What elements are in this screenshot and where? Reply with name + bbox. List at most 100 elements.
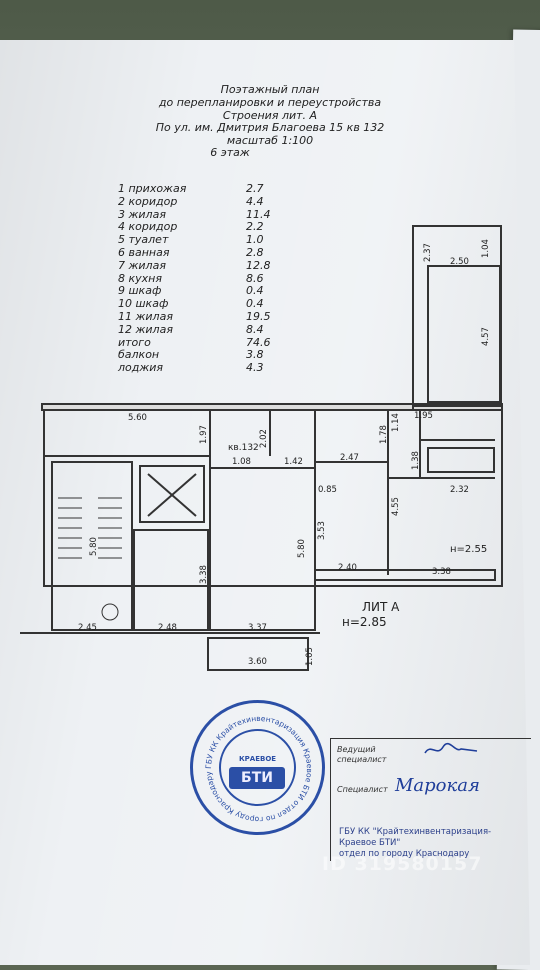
dim-label: 2.02: [259, 429, 269, 448]
bathtub: [427, 447, 495, 473]
staircase: [51, 461, 133, 631]
total-label: итого: [118, 335, 151, 349]
title-line-3: Строения лит. А: [222, 109, 318, 122]
dim-label: 4.55: [391, 497, 401, 516]
dim-label: 1.38: [411, 451, 421, 470]
room-row: 6 ванная 2.8: [118, 246, 268, 259]
room-height-label: н=2.55: [450, 544, 487, 555]
balcony-area: 3.8: [246, 348, 264, 362]
dim-label: 1.95: [414, 411, 433, 421]
stamp-center-top: КРАЕВОЕ: [238, 755, 277, 763]
dim-label: 3.38: [199, 565, 209, 584]
dim-label: 1.08: [232, 457, 251, 467]
height-label: н=2.85: [342, 615, 387, 629]
dim-label: 1.14: [391, 413, 401, 432]
room-name: 5 туалет: [118, 233, 169, 247]
lit-label: ЛИТ А: [362, 600, 400, 614]
title-line-4: По ул. им. Дмитрия Благоева 15 кв 132: [155, 121, 385, 134]
loggia-area: 4.3: [246, 361, 264, 375]
org-line-2: Краевое БТИ": [339, 838, 401, 848]
title-line-1: Поэтажный план: [220, 83, 320, 96]
watermark: ID 319580157: [322, 853, 483, 875]
stamp-inner-ring: [219, 729, 296, 806]
dim-label: 1.05: [305, 647, 315, 666]
room-name: 1 прихожая: [118, 182, 187, 195]
room-area: 2.8: [246, 245, 264, 259]
dim-label: 4.57: [481, 327, 491, 346]
room-row: 9 шкаф 0.4: [118, 284, 268, 297]
room-area: 1.0: [246, 233, 264, 247]
dim-label: 2.47: [340, 453, 359, 463]
title-line-2: до перепланировки и переустройства: [158, 96, 382, 109]
bti-stamp: ГБУ КК Крайтехинвентаризация Краевое БТИ…: [190, 700, 325, 835]
room-name: 11 жилая: [118, 309, 173, 323]
room-area: 2.2: [246, 220, 264, 234]
room-area: 12.8: [246, 258, 271, 272]
dim-label: 1.97: [199, 425, 209, 444]
room-row: 5 туалет 1.0: [118, 233, 268, 246]
loggia-row: лоджия 4.3: [118, 361, 268, 374]
plan-annotations: кв.132 ЛИТ А н=2.85 н=2.55: [228, 443, 487, 629]
document-sheet: [0, 40, 530, 965]
room-row: 10 шкаф 0.4: [118, 297, 268, 310]
room-area: 19.5: [246, 309, 271, 323]
org-line-3: отдел по городу Краснодару: [339, 849, 470, 859]
room-area: 8.6: [246, 271, 264, 285]
room-row: 12 жилая 8.4: [118, 323, 268, 336]
room-name: 10 шкаф: [118, 297, 169, 311]
room-name: 9 шкаф: [118, 284, 162, 298]
room-name: 2 коридор: [118, 194, 178, 208]
dim-label: 1.04: [481, 239, 491, 258]
dim-label: 5.80: [89, 537, 99, 556]
signature-box: Ведущий специалист Специалист Марокая ГБ…: [330, 738, 531, 861]
dim-label: 0.85: [318, 485, 337, 495]
balcony-label: балкон: [118, 348, 160, 362]
room-area: 8.4: [246, 322, 264, 336]
balcony-row: балкон 3.8: [118, 348, 268, 361]
room-area: 4.4: [246, 194, 264, 208]
specialist-label: Специалист: [337, 785, 388, 794]
room-name: 6 ванная: [118, 245, 170, 259]
stamp-center-main: БТИ: [229, 767, 285, 789]
room-area: 11.4: [246, 207, 271, 221]
lead-specialist-label: Ведущий специалист: [337, 745, 387, 764]
dim-label: 3.38: [432, 567, 451, 577]
dim-label: 1.42: [284, 457, 303, 467]
room-row: 7 жилая 12.8: [118, 258, 271, 272]
dim-label: 2.40: [338, 563, 357, 573]
room-row: 4 коридор 2.2: [118, 220, 268, 233]
room-row: 11 жилая 19.5: [118, 309, 271, 323]
dim-label: 2.37: [423, 243, 433, 262]
room-11: [427, 265, 501, 403]
room-7: [209, 467, 316, 631]
room-area: 2.7: [246, 182, 264, 195]
room-name: 4 коридор: [118, 220, 178, 234]
room-name: 8 кухня: [118, 271, 162, 285]
title-line-6: 6 этаж: [210, 146, 250, 159]
room-area: 0.4: [246, 284, 264, 298]
wall: [43, 409, 503, 587]
room-row: 2 коридор 4.4: [118, 195, 268, 208]
door-swing: [101, 603, 119, 621]
plan-walls: [20, 225, 503, 671]
room-12: [133, 529, 209, 631]
dim-label: 2.45: [78, 623, 97, 633]
elevator-shaft: [139, 465, 205, 523]
org-line-1: ГБУ КК "Крайтехинвентаризация-: [339, 827, 492, 837]
room-row: 1 прихожая 2.7: [118, 182, 268, 195]
room-name: 7 жилая: [118, 258, 166, 272]
loggia: [207, 637, 309, 671]
room-name: 12 жилая: [118, 322, 173, 336]
dim-label: 5.60: [128, 413, 147, 423]
dimension-labels: 2.37 2.50 1.04 4.57 5.60 1.97 2.02 1.08 …: [78, 239, 491, 667]
room-area: 0.4: [246, 297, 264, 311]
balcony: [314, 569, 496, 581]
dim-label: 2.32: [450, 485, 469, 495]
loggia-label: лоджия: [118, 361, 164, 375]
apartment-label: кв.132: [228, 443, 259, 453]
title-line-5: масштаб 1:100: [226, 134, 314, 147]
